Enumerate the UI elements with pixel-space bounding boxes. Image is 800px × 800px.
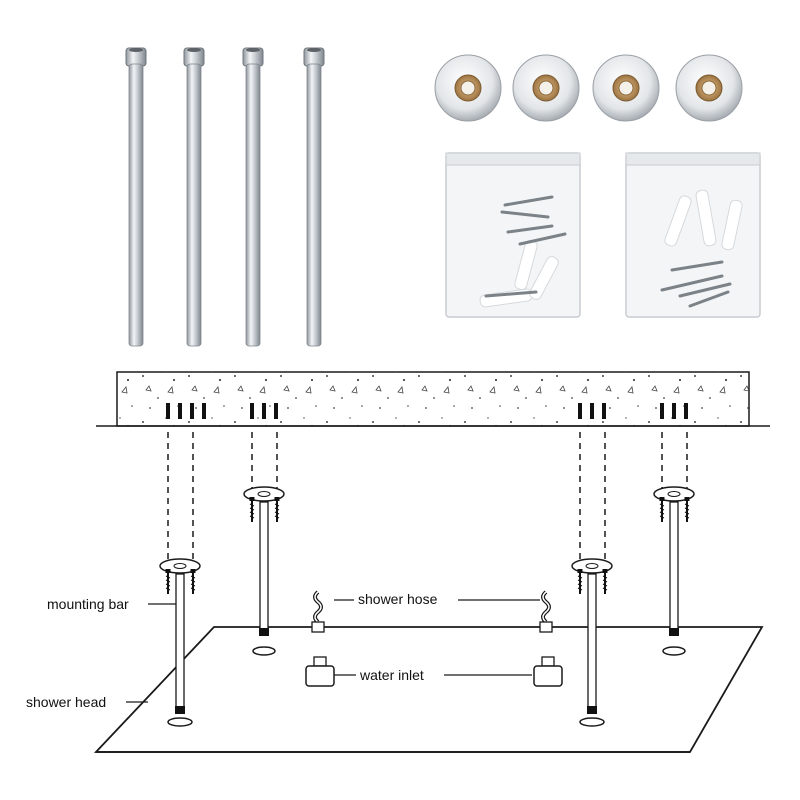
ceiling-anchors — [166, 403, 688, 419]
flange-cap-set — [434, 54, 743, 122]
shower-hose — [539, 590, 553, 633]
mounting-bar — [243, 486, 285, 656]
mounting-bar-label: mounting bar — [47, 596, 129, 612]
flange-cap — [434, 54, 502, 122]
water-inlet-label: water inlet — [359, 667, 424, 683]
screw-bag — [625, 152, 761, 318]
water-inlet — [533, 656, 563, 687]
shower-head-label: shower head — [26, 694, 106, 710]
shower-hose — [311, 590, 325, 633]
shower-head-panel — [93, 626, 764, 753]
screw-icon — [484, 195, 567, 298]
water-inlet — [305, 656, 335, 687]
leader-lines — [126, 599, 540, 703]
mounting-bar — [159, 558, 201, 727]
flange-cap — [592, 54, 660, 122]
alignment-guides — [167, 432, 688, 560]
rod-set — [125, 47, 325, 347]
screw-bag — [445, 152, 581, 318]
extension-rod — [183, 47, 205, 347]
flange-cap — [675, 54, 743, 122]
extension-rod — [125, 47, 147, 347]
flange-cap — [512, 54, 580, 122]
shower-hose-label: shower hose — [358, 591, 438, 607]
screw-bag-set — [445, 152, 761, 318]
wall-anchor-icon — [664, 189, 743, 251]
extension-rod — [242, 47, 264, 347]
mounting-bar — [653, 486, 695, 656]
screw-icon — [660, 260, 732, 308]
mounting-bar — [571, 558, 613, 727]
ceiling — [96, 371, 770, 427]
extension-rod — [303, 47, 325, 347]
